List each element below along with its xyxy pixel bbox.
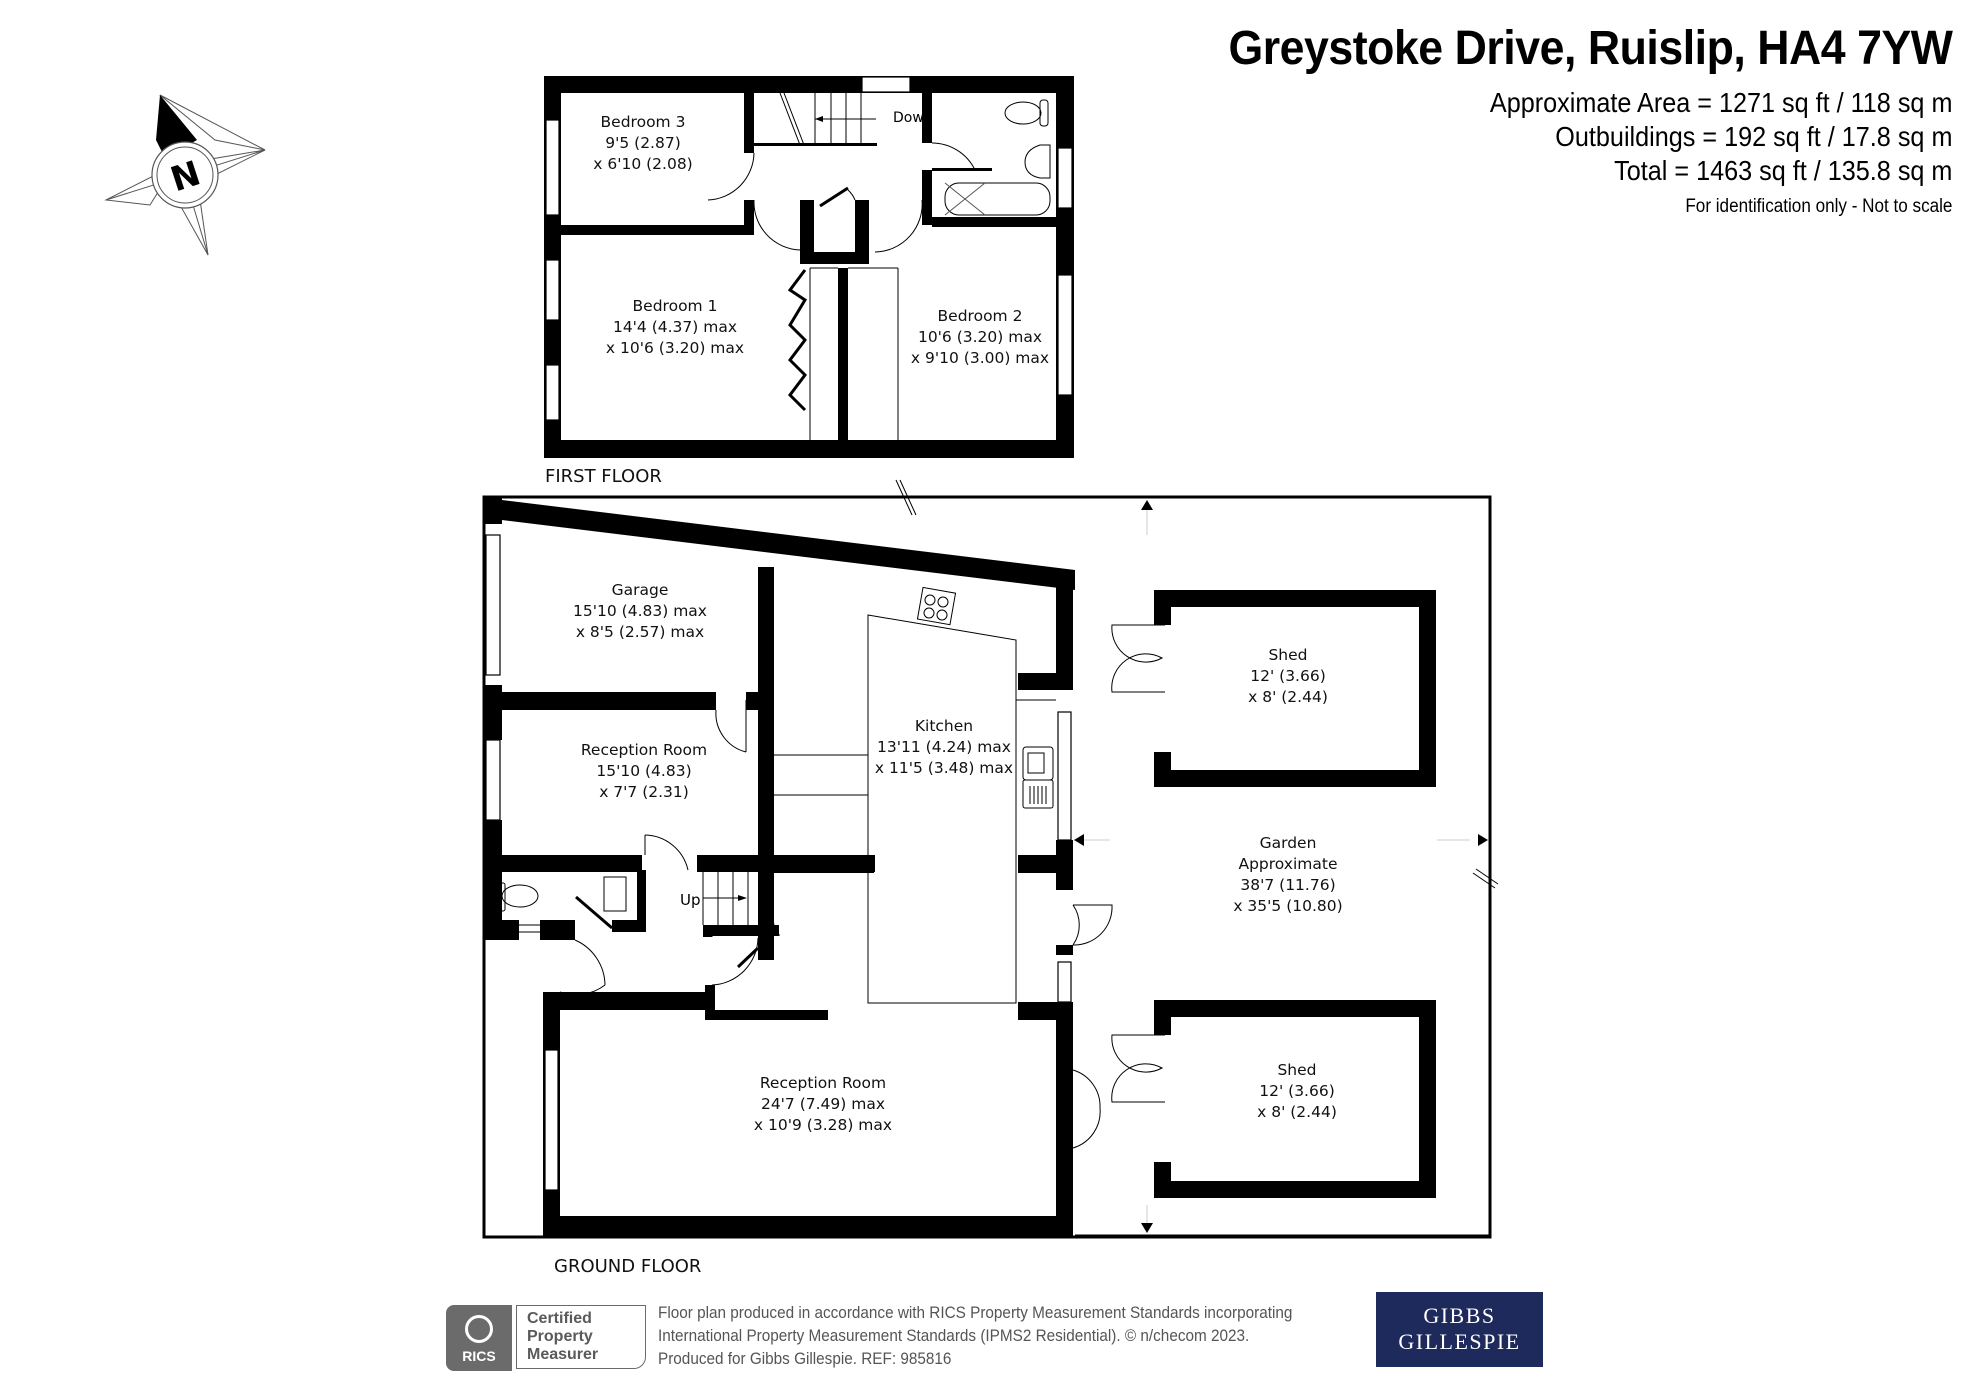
room-bedroom-3-dim1: 9'5 (2.87)	[605, 134, 681, 152]
room-reception-2-dim1: 24'7 (7.49) max	[761, 1095, 885, 1113]
room-shed-2-dim2: x 8' (2.44)	[1257, 1103, 1337, 1121]
room-bedroom-1-dim1: 14'4 (4.37) max	[613, 318, 737, 336]
stairs-down: Down	[779, 92, 933, 146]
room-reception-2-dim2: x 10'9 (3.28) max	[754, 1116, 892, 1134]
room-kitchen-dim1: 13'11 (4.24) max	[877, 738, 1011, 756]
room-kitchen-dim2: x 11'5 (3.48) max	[875, 759, 1013, 777]
room-bedroom-3-dim2: x 6'10 (2.08)	[593, 155, 692, 173]
ground-floor-plan: Up	[482, 479, 1499, 1277]
room-shed-2-dim1: 12' (3.66)	[1259, 1082, 1335, 1100]
room-shed-2-name: Shed	[1277, 1061, 1316, 1079]
garden-dim2: x 35'5 (10.80)	[1233, 897, 1342, 915]
room-reception-1-name: Reception Room	[581, 741, 707, 759]
garden-line2: Approximate	[1238, 855, 1337, 873]
garden-dim1: 38'7 (11.76)	[1240, 876, 1335, 894]
stairs-down-label: Down	[893, 110, 933, 126]
room-reception-2-name: Reception Room	[760, 1074, 886, 1092]
room-reception-1-dim1: 15'10 (4.83)	[596, 762, 691, 780]
room-bedroom-3-name: Bedroom 3	[601, 113, 686, 131]
compass-north-icon: N	[104, 94, 266, 256]
room-shed-1-dim1: 12' (3.66)	[1250, 667, 1326, 685]
scale-disclaimer: For identification only - Not to scale	[1684, 196, 1952, 218]
total-area: Total = 1463 sq ft / 135.8 sq m	[1613, 155, 1952, 187]
sink-icon	[1022, 746, 1054, 809]
room-garage-dim2: x 8'5 (2.57) max	[576, 623, 704, 641]
first-floor-label: FIRST FLOOR	[545, 466, 662, 487]
room-garage-name: Garage	[612, 581, 669, 599]
room-bedroom-2-name: Bedroom 2	[938, 307, 1023, 325]
room-bedroom-1-name: Bedroom 1	[633, 297, 718, 315]
outbuildings-area: Outbuildings = 192 sq ft / 17.8 sq m	[1554, 121, 1952, 153]
room-shed-1-dim2: x 8' (2.44)	[1248, 688, 1328, 706]
hob-icon	[916, 586, 957, 626]
shed-1	[1111, 590, 1436, 787]
garden-dimension-arrows	[1074, 500, 1488, 1233]
room-kitchen-name: Kitchen	[915, 717, 973, 735]
rics-certified-badge: RICS Certified Property Measurer	[446, 1305, 656, 1371]
room-shed-1-name: Shed	[1268, 646, 1307, 664]
room-bedroom-1-dim2: x 10'6 (3.20) max	[606, 339, 744, 357]
room-reception-1-dim2: x 7'7 (2.31)	[599, 783, 689, 801]
gibbs-gillespie-logo: GIBBS GILLESPIE	[1376, 1292, 1543, 1367]
ground-floor-label: GROUND FLOOR	[554, 1256, 701, 1277]
first-floor-plan: Down Bedroom 3 9'5 (2.87) x 6'10 (2.08) …	[544, 76, 1074, 487]
shed-2	[1111, 1000, 1436, 1198]
room-garage-dim1: 15'10 (4.83) max	[573, 602, 707, 620]
garden-name: Garden	[1260, 834, 1317, 852]
room-bedroom-2-dim2: x 9'10 (3.00) max	[911, 349, 1049, 367]
floorplan-disclaimer: Floor plan produced in accordance with R…	[658, 1303, 1293, 1368]
property-title: Greystoke Drive, Ruislip, HA4 7YW	[1228, 22, 1952, 75]
stairs-up-label: Up	[680, 891, 701, 909]
room-bedroom-2-dim1: 10'6 (3.20) max	[918, 328, 1042, 346]
rics-lion-icon	[465, 1315, 493, 1343]
approximate-area: Approximate Area = 1271 sq ft / 118 sq m	[1489, 87, 1952, 119]
stairs-up: Up	[680, 871, 775, 926]
certified-measurer-text: Certified Property Measurer	[516, 1305, 646, 1369]
rics-logo: RICS	[446, 1305, 512, 1371]
property-header: Greystoke Drive, Ruislip, HA4 7YW Approx…	[1174, 22, 1952, 218]
